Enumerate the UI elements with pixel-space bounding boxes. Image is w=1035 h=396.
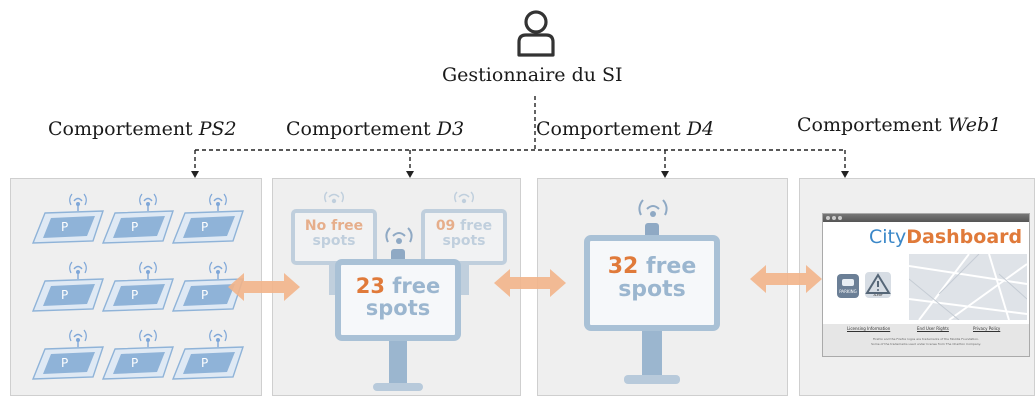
behavior-label-ps2: Comportement PS2 — [48, 118, 237, 140]
panel-d4: 32 free spots — [537, 178, 788, 396]
parking-sensor: P — [101, 327, 175, 387]
manager-label: Gestionnaire du SI — [442, 64, 623, 86]
sign-d4-main: 32 free spots — [584, 199, 720, 395]
sign-d3-main-line2: spots — [365, 296, 431, 321]
dashboard-map — [909, 254, 1027, 320]
sensor-label: P — [131, 356, 139, 370]
sign-d4-main-num: 32 — [607, 254, 639, 279]
double-arrow-3 — [750, 265, 822, 293]
sensor-label: P — [61, 220, 69, 234]
wifi-icon — [69, 329, 87, 347]
dashboard-title-b: Dashboard — [906, 226, 1023, 248]
sign-d3-main: 23 free spots — [335, 227, 461, 395]
wifi-icon — [139, 329, 157, 347]
parking-sensor: P — [31, 327, 105, 387]
window-titlebar — [823, 214, 1029, 222]
sign-d3-left-line2: spots — [312, 232, 356, 249]
link-end-user-rights[interactable]: End User Rights — [917, 326, 949, 331]
wifi-icon — [385, 227, 413, 244]
sign-d3-right-line2: spots — [442, 232, 486, 249]
parking-sensor: P — [171, 191, 245, 251]
double-arrow-2 — [494, 269, 566, 297]
sign-d3-left: No free spots — [291, 191, 377, 295]
wifi-icon — [69, 261, 87, 279]
behavior-label-web1: Comportement Web1 — [797, 114, 1002, 136]
wifi-icon — [69, 193, 87, 211]
alert-icon: ALERT — [865, 272, 891, 298]
sensor-label: P — [61, 288, 69, 302]
panel-d3: No free spots 09 free spots 23 — [272, 178, 521, 396]
connector-lines — [191, 96, 849, 178]
parking-sensor: P — [31, 191, 105, 251]
wifi-icon — [209, 329, 227, 347]
behavior-label-d3: Comportement D3 — [286, 118, 465, 140]
double-arrow-1 — [228, 273, 300, 301]
sign-d3-right-word: free — [460, 218, 493, 234]
wifi-icon — [324, 191, 344, 204]
parking-icon: PARKING — [837, 274, 859, 298]
sensor-label: P — [131, 288, 139, 302]
panel-ps2: P P P P P P P P P — [10, 178, 262, 396]
footer-line-2: Some of the trademarks used under licens… — [871, 342, 981, 346]
dashboard-window: CityDashboard PARKING — [822, 213, 1030, 357]
parking-sensor: P — [171, 327, 245, 387]
user-icon — [517, 10, 555, 57]
link-privacy[interactable]: Privacy Policy — [973, 326, 1001, 331]
sign-d3-left-line1: No free — [304, 218, 364, 234]
wifi-icon — [209, 261, 227, 279]
sign-d4-main-word: free — [646, 254, 697, 279]
sign-d3-main-word: free — [392, 274, 441, 298]
sign-d4-main-line2: spots — [618, 277, 686, 303]
sensor-label: P — [131, 220, 139, 234]
panel-web1: CityDashboard PARKING — [799, 178, 1035, 396]
dashboard-title: CityDashboard — [869, 226, 1022, 248]
parking-sensor: P — [171, 259, 245, 319]
sensor-label: P — [61, 356, 69, 370]
dashboard-title-a: City — [869, 226, 907, 248]
sensor-label: P — [201, 288, 209, 302]
wifi-icon — [139, 261, 157, 279]
sign-d3-right: 09 free spots — [421, 191, 507, 295]
parking-sensor: P — [101, 259, 175, 319]
sign-d3-right-num: 09 — [435, 218, 456, 234]
sign-d3-main-num: 23 — [355, 274, 385, 298]
behavior-label-d4: Comportement D4 — [536, 118, 715, 140]
wifi-icon — [638, 199, 668, 217]
link-licensing[interactable]: Licensing Information — [847, 326, 891, 331]
wifi-icon — [454, 191, 474, 204]
sensor-label: P — [201, 220, 209, 234]
sensor-label: P — [201, 356, 209, 370]
alert-icon-label: ALERT — [873, 293, 883, 297]
wifi-icon — [209, 193, 227, 211]
wifi-icon — [139, 193, 157, 211]
dashboard-footer: Licensing Information End User Rights Pr… — [823, 324, 1029, 356]
parking-sensor: P — [101, 191, 175, 251]
parking-sensor: P — [31, 259, 105, 319]
footer-line-1: Firefox and the Firefox logos are tradem… — [873, 337, 979, 341]
parking-icon-label: PARKING — [839, 289, 857, 294]
